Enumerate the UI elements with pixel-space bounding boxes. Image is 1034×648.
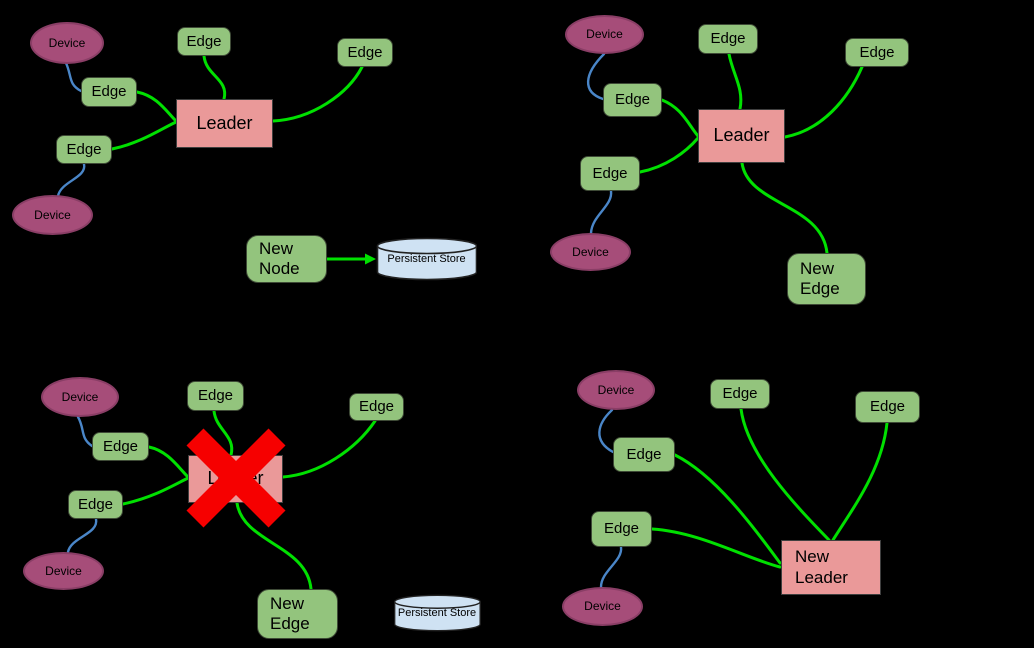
- device-node: Device: [550, 233, 631, 271]
- edge-leader-link: [281, 419, 377, 479]
- device-node: Device: [30, 22, 104, 64]
- device-edge-link: [76, 415, 94, 448]
- edge-node: Edge: [349, 393, 404, 421]
- edge-leader-link: [783, 65, 864, 139]
- leader-newedge-link: [740, 161, 829, 255]
- edge-leader-link: [638, 136, 700, 174]
- new-edge-node: New Edge: [257, 589, 338, 639]
- edge-newleader-link: [831, 421, 889, 542]
- cylinder-icon: [376, 237, 477, 281]
- edge-leader-link: [660, 98, 700, 138]
- device-node: Device: [577, 370, 655, 410]
- leader-newedge-link: [235, 501, 313, 591]
- edge-leader-link: [110, 120, 178, 151]
- device-edge-link: [56, 162, 86, 198]
- edge-node: Edge: [855, 391, 920, 423]
- persistent-store: Persistent Store: [387, 594, 487, 632]
- device-node: Device: [562, 587, 643, 626]
- edge-newleader-link: [673, 453, 782, 565]
- device-node: Device: [41, 377, 119, 417]
- edge-node: Edge: [92, 432, 149, 461]
- edge-leader-link: [271, 65, 364, 123]
- new-node: New Node: [246, 235, 327, 283]
- edge-leader-link: [121, 476, 190, 506]
- edge-node: Edge: [710, 379, 770, 409]
- device-edge-link: [589, 189, 613, 235]
- leader-node: Leader: [176, 99, 273, 148]
- persistent-store-label: Persistent Store: [387, 253, 466, 265]
- edge-node: Edge: [613, 437, 675, 472]
- edge-node: Edge: [603, 83, 662, 117]
- edge-node: Edge: [56, 135, 112, 164]
- edge-leader-link: [202, 54, 227, 101]
- device-node: Device: [23, 552, 104, 590]
- device-edge-link: [598, 408, 615, 454]
- device-edge-link: [64, 61, 83, 93]
- edge-newleader-link: [739, 407, 831, 542]
- edge-leader-link: [147, 445, 190, 479]
- edge-node: Edge: [177, 27, 231, 56]
- device-edge-link: [599, 545, 623, 589]
- device-edge-link: [66, 517, 98, 554]
- edge-node: Edge: [580, 156, 640, 191]
- edge-node: Edge: [337, 38, 393, 67]
- edge-node: Edge: [187, 381, 244, 411]
- arrowhead-icon: [365, 253, 376, 265]
- device-node: Device: [12, 195, 93, 235]
- edge-node: Edge: [68, 490, 123, 519]
- edge-leader-link: [135, 90, 178, 123]
- device-node: Device: [565, 15, 644, 54]
- edge-leader-link: [727, 52, 743, 111]
- edge-node: Edge: [591, 511, 652, 547]
- edge-node: Edge: [81, 77, 137, 107]
- new-edge-node: New Edge: [787, 253, 866, 305]
- edge-node: Edge: [698, 24, 758, 54]
- persistent-store-label: Persistent Store: [397, 607, 477, 619]
- persistent-store: Persistent Store: [376, 237, 477, 281]
- edge-newleader-link: [650, 527, 782, 569]
- new-leader-node: New Leader: [781, 540, 881, 595]
- cylinder-icon: [393, 594, 481, 632]
- device-edge-link: [586, 52, 606, 101]
- edge-leader-link: [212, 409, 234, 457]
- leader-node: Leader: [698, 109, 785, 163]
- edge-node: Edge: [845, 38, 909, 67]
